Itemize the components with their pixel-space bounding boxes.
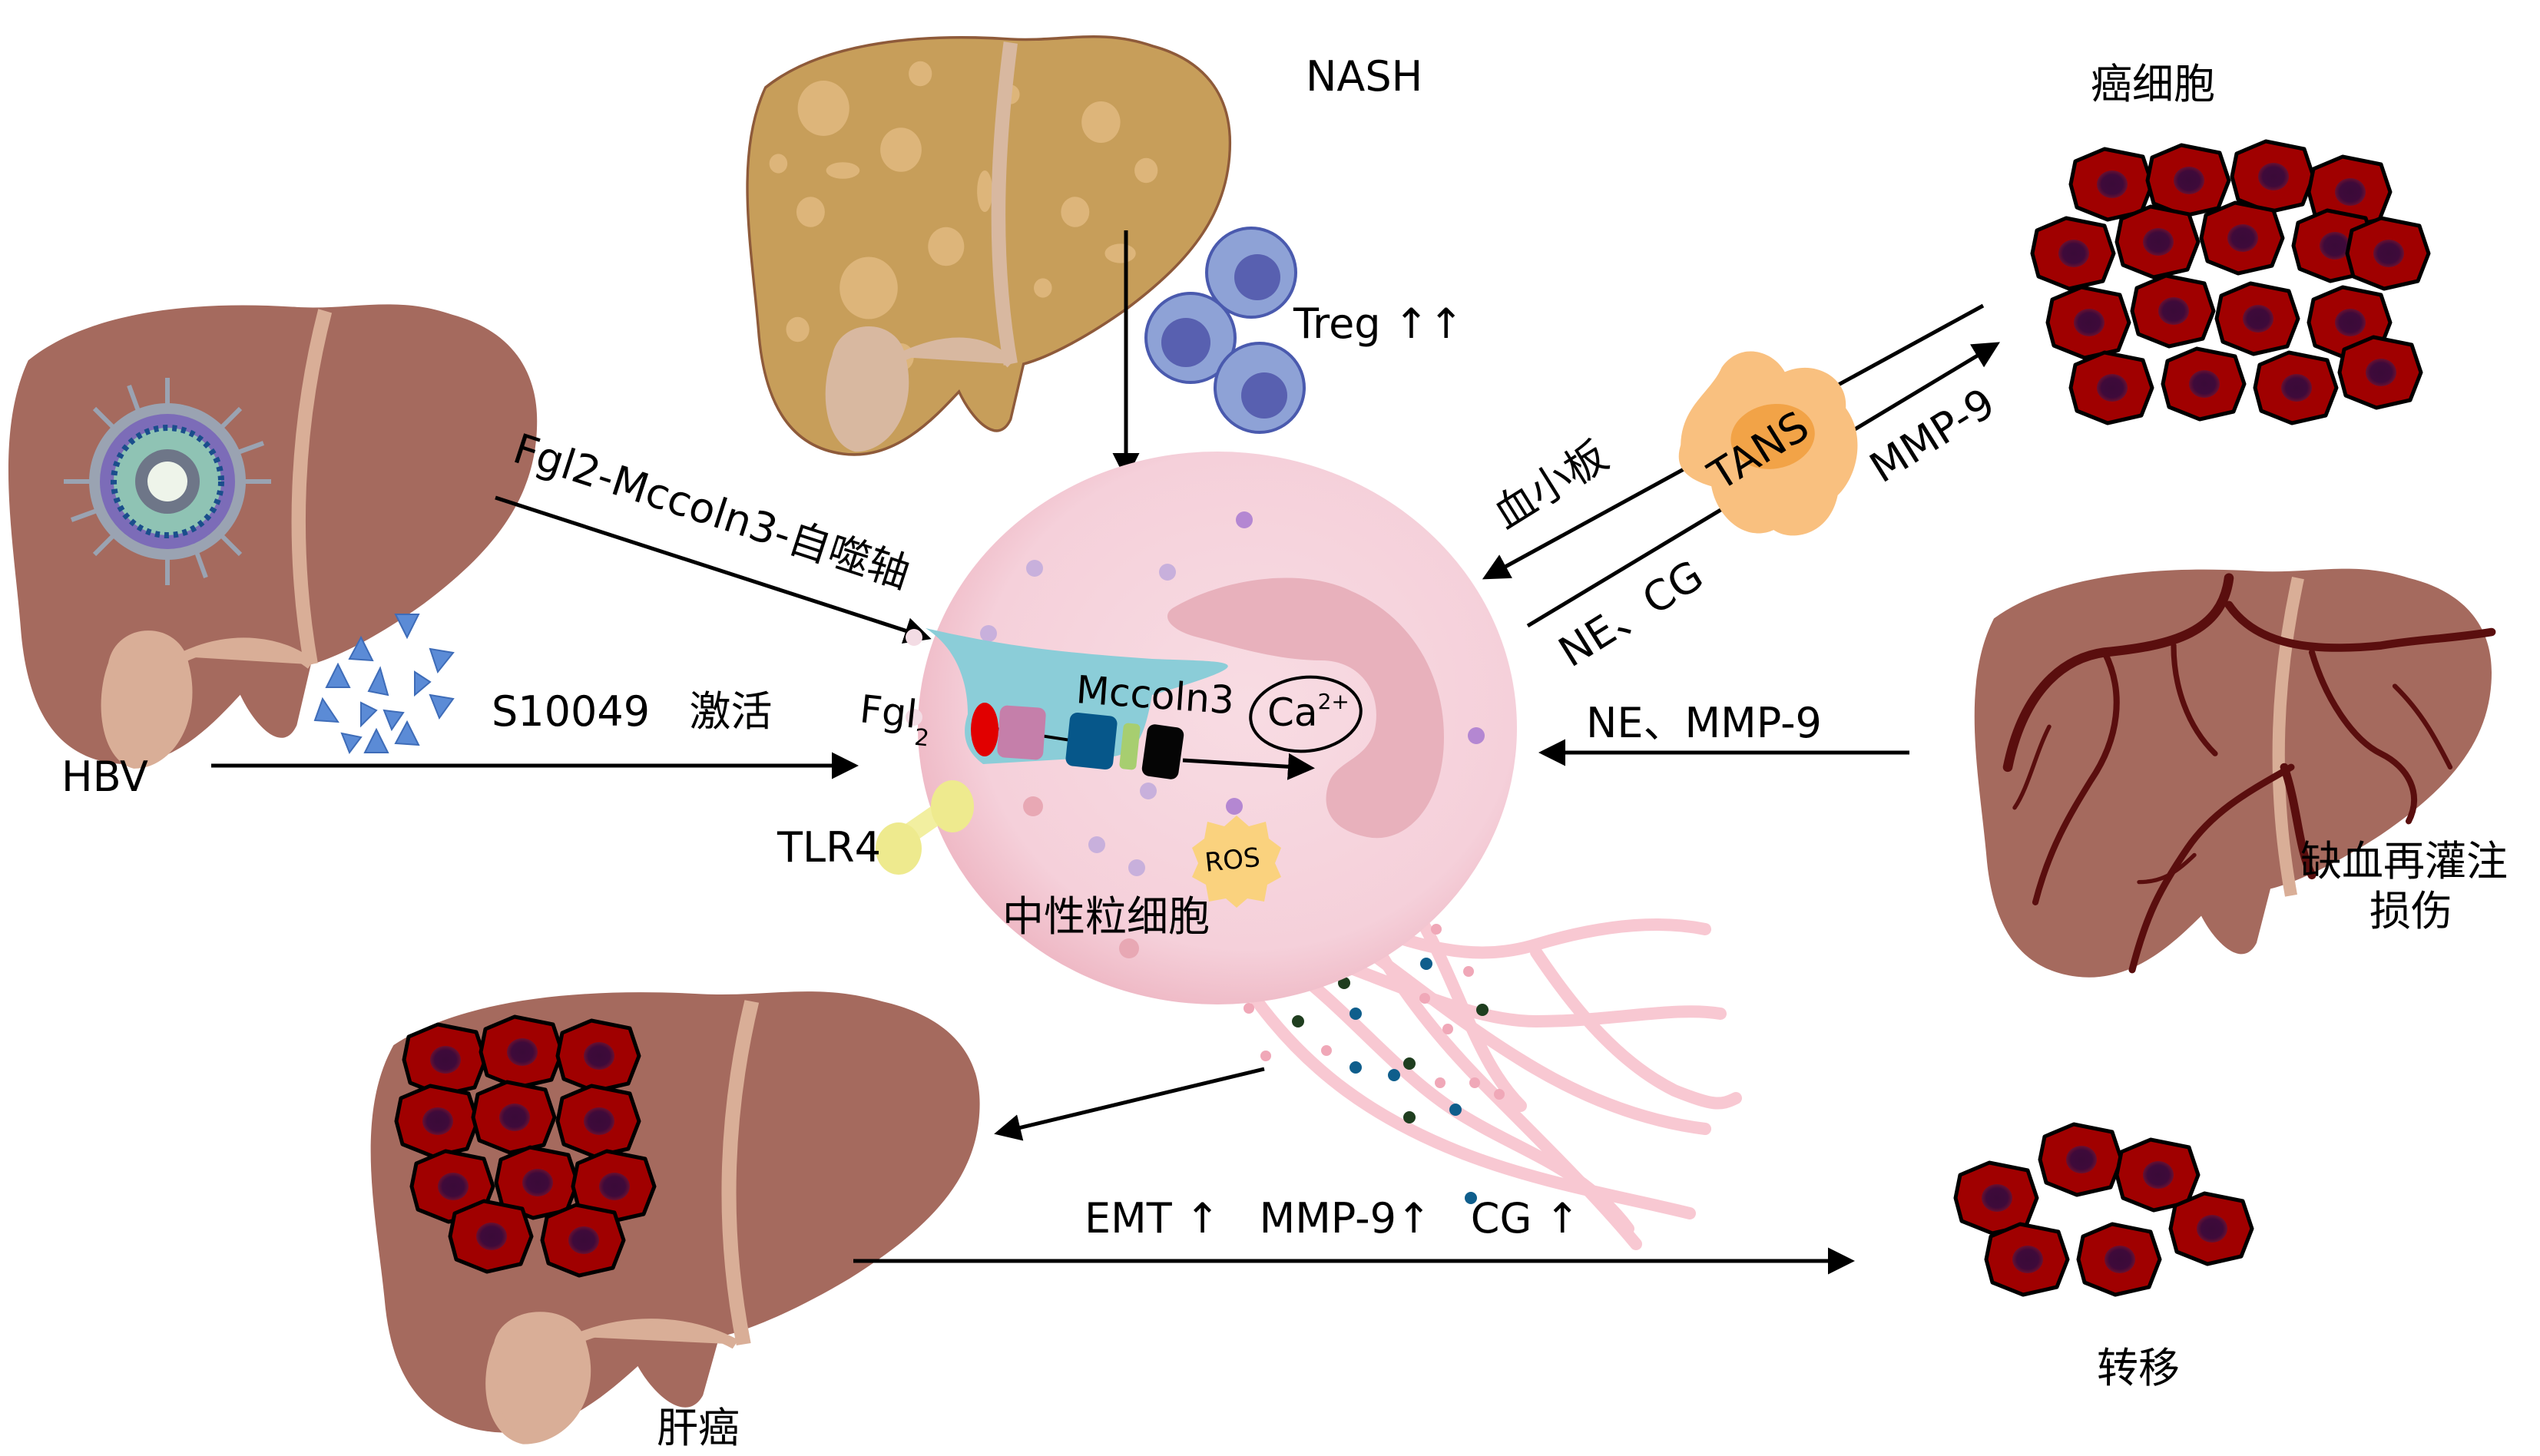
fgl2-receptor — [971, 703, 998, 756]
fgl2-axis-arrow — [495, 495, 932, 644]
hbv-virus-icon — [64, 378, 271, 585]
s10049-molecules — [313, 614, 455, 755]
cancer-cells-label: 癌细胞 — [2091, 60, 2215, 108]
s10049-label: S10049 激活 — [492, 687, 773, 736]
tlr4-receptor-icon — [876, 780, 974, 875]
nash-label: NASH — [1306, 52, 1422, 101]
ne-mmp9-label: NE、MMP-9 — [1586, 699, 1822, 747]
mccoln3-label: Mccoln3 — [1075, 667, 1236, 723]
hcc-label: 肝癌 — [657, 1404, 740, 1452]
neutrophil-cell — [906, 452, 1517, 1004]
gallbladder — [825, 326, 1014, 452]
gallbladder — [485, 1312, 739, 1444]
gallbladder — [101, 630, 314, 769]
domain-purple — [997, 705, 1046, 760]
ros-burst-icon — [1192, 816, 1281, 908]
liver-ligament — [291, 309, 333, 667]
emt-markers-label: EMT ↑ MMP-9↑ CG ↑ — [1085, 1194, 1580, 1243]
treg-cells — [1144, 227, 1306, 434]
metastasis-label: 转移 — [2097, 1344, 2180, 1392]
ros-label: ROS — [1204, 842, 1262, 879]
ne-cg-label: NE、CG — [1551, 551, 1712, 677]
neutrophil-nucleus — [1167, 577, 1444, 839]
ischemia-liver — [1974, 568, 2496, 978]
calcium-label: Ca2+ — [1267, 689, 1349, 735]
cancer-cell-cluster — [2032, 141, 2429, 423]
domain-green — [1119, 723, 1141, 770]
fgl2-label: Fgl2 — [856, 687, 934, 752]
tlr4-label: TLR4 — [777, 823, 881, 872]
ischemia-label-line2: 损伤 — [2369, 887, 2452, 935]
domain-blue — [1065, 712, 1118, 770]
liver-ligament — [721, 1000, 760, 1345]
metastasis-cell-cluster — [1956, 1124, 2252, 1295]
blood-vessels — [2002, 573, 2496, 974]
hbv-liver — [8, 304, 538, 769]
liver-ligament — [991, 41, 1018, 366]
neutrophil-label: 中性粒细胞 — [1002, 892, 1210, 941]
treg-label: Treg ↑↑ — [1293, 299, 1463, 348]
domain-black — [1141, 724, 1184, 779]
fat-droplets — [769, 61, 1158, 402]
calcium-release-arrow — [1182, 753, 1315, 780]
ischemia-label-line1: 缺血再灌注 — [2300, 837, 2508, 885]
mccoln3-complex — [971, 703, 1315, 780]
tans-cell — [1678, 351, 1858, 536]
nash-liver — [746, 35, 1232, 456]
hcc-liver — [370, 991, 980, 1444]
platelet-label: 血小板 — [1485, 432, 1617, 538]
hbv-label: HBV — [61, 753, 148, 801]
mmp9-top-label: MMP-9 — [1862, 379, 2004, 492]
liver-ligament — [2272, 576, 2304, 897]
calcium-ion-circle — [1249, 675, 1363, 753]
neutrophil-to-hcc-arrow — [994, 1067, 1265, 1141]
